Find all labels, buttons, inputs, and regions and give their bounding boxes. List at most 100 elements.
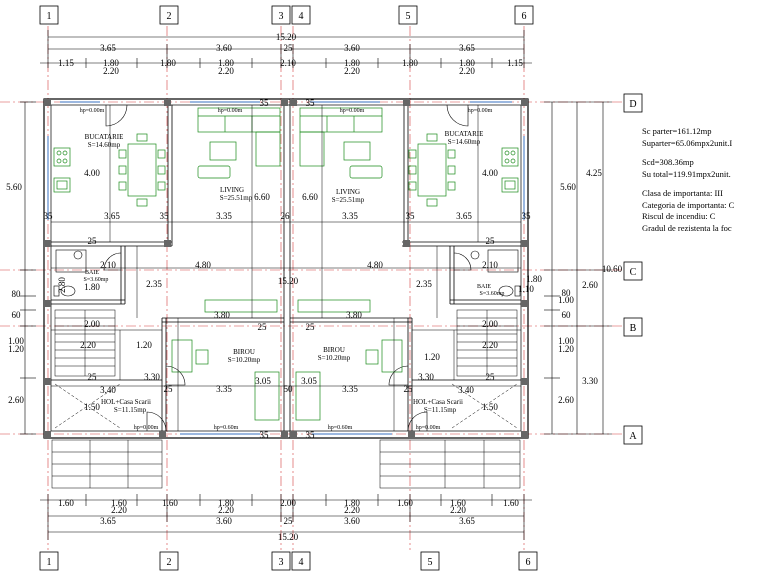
top-dimension-row2-sub: 2.20 2.20 2.20 2.20 bbox=[103, 66, 475, 76]
sill-height-labels: hp=0.00m hp=0.00m hp=0.00m hp=0.00m hp=0… bbox=[80, 108, 493, 431]
svg-text:35: 35 bbox=[522, 211, 532, 221]
kitchen-left-furniture bbox=[53, 133, 166, 207]
svg-text:26: 26 bbox=[281, 211, 291, 221]
svg-text:1.80: 1.80 bbox=[459, 58, 475, 68]
svg-text:S=25.51mp: S=25.51mp bbox=[220, 194, 253, 202]
grid-label-row-b: B bbox=[630, 323, 637, 334]
svg-text:2.20: 2.20 bbox=[450, 505, 466, 515]
svg-text:1.00: 1.00 bbox=[8, 336, 24, 346]
svg-text:S=14.60mp: S=14.60mp bbox=[88, 141, 121, 149]
svg-text:3.35: 3.35 bbox=[342, 384, 358, 394]
svg-text:2.20: 2.20 bbox=[111, 505, 127, 515]
svg-text:10.60: 10.60 bbox=[602, 264, 623, 274]
grid-label-row-c: C bbox=[630, 267, 637, 278]
doors bbox=[103, 104, 472, 432]
svg-text:3.65: 3.65 bbox=[459, 43, 475, 53]
svg-text:25: 25 bbox=[486, 372, 496, 382]
grid-label-bottom-2: 2 bbox=[167, 557, 172, 568]
svg-text:1.50: 1.50 bbox=[84, 402, 100, 412]
living-right-sofa bbox=[299, 107, 383, 179]
svg-text:5.60: 5.60 bbox=[6, 182, 22, 192]
grid-column-markers-bottom: 1 2 3 4 5 6 bbox=[39, 551, 538, 571]
svg-text:2.00: 2.00 bbox=[482, 319, 498, 329]
svg-text:S=10.20mp: S=10.20mp bbox=[228, 356, 261, 364]
bottom-dimension-row2: 3.65 3.60 25 3.60 3.65 bbox=[100, 516, 475, 526]
room-label-hall-left: HOL+Casa Scarii S=11.15mp bbox=[101, 398, 151, 414]
svg-text:3.30: 3.30 bbox=[582, 376, 598, 386]
svg-text:5.60: 5.60 bbox=[560, 182, 576, 192]
top-dimension-row2: 1.15 1.80 1.80 1.80 2.10 1.80 1.80 1.80 … bbox=[58, 58, 523, 68]
svg-text:3.80: 3.80 bbox=[346, 310, 362, 320]
svg-text:S=3.60mp: S=3.60mp bbox=[480, 291, 505, 297]
bottom-dimension-lines bbox=[40, 494, 532, 540]
svg-text:25: 25 bbox=[486, 236, 496, 246]
svg-text:2.10: 2.10 bbox=[100, 260, 116, 270]
svg-text:S=11.15mp: S=11.15mp bbox=[114, 406, 147, 414]
bottom-dimension-row1: 1.60 1.60 1.60 1.80 2.00 1.80 1.60 1.60 … bbox=[58, 498, 519, 508]
svg-text:hp=0.00m: hp=0.00m bbox=[134, 425, 159, 431]
svg-text:BUCATARIE: BUCATARIE bbox=[445, 130, 484, 138]
svg-text:hp=0.60m: hp=0.60m bbox=[328, 425, 353, 431]
svg-text:1.15: 1.15 bbox=[58, 58, 74, 68]
svg-text:2.10: 2.10 bbox=[280, 58, 296, 68]
building-info-panel: Sc parter=161.12mp Suparter=65.06mpx2uni… bbox=[642, 126, 770, 234]
svg-text:4.25: 4.25 bbox=[586, 168, 602, 178]
svg-text:1.80: 1.80 bbox=[103, 58, 119, 68]
svg-text:2.60: 2.60 bbox=[558, 395, 574, 405]
svg-text:2.20: 2.20 bbox=[482, 340, 498, 350]
grid-row-markers: D C B A bbox=[623, 93, 643, 445]
svg-text:1.20: 1.20 bbox=[558, 344, 574, 354]
svg-text:2.35: 2.35 bbox=[146, 279, 162, 289]
room-label-office-right: BIROU S=10.20mp bbox=[318, 346, 351, 362]
svg-text:hp=0.00m: hp=0.00m bbox=[468, 108, 493, 114]
interior-dimension-lines bbox=[51, 105, 521, 431]
svg-text:80: 80 bbox=[12, 289, 22, 299]
svg-text:2.20: 2.20 bbox=[103, 66, 119, 76]
info-scd: Scd=308.36mp bbox=[642, 157, 694, 167]
svg-text:HOL+Casa Scarii: HOL+Casa Scarii bbox=[101, 398, 151, 406]
svg-text:3.60: 3.60 bbox=[216, 43, 232, 53]
svg-text:HOL+Casa Scarii: HOL+Casa Scarii bbox=[413, 398, 463, 406]
svg-text:1.80: 1.80 bbox=[160, 58, 176, 68]
svg-text:1.60: 1.60 bbox=[162, 498, 178, 508]
living-left-sofa bbox=[197, 107, 281, 179]
svg-text:1.20: 1.20 bbox=[8, 344, 24, 354]
stairs-right bbox=[451, 309, 518, 429]
top-dimension-row1: 3.65 3.60 25 3.60 3.65 bbox=[100, 43, 475, 53]
svg-text:35: 35 bbox=[44, 211, 54, 221]
svg-text:2.10: 2.10 bbox=[482, 260, 498, 270]
svg-text:3.60: 3.60 bbox=[216, 516, 232, 526]
office-left-furniture bbox=[171, 299, 280, 421]
svg-text:LIVING: LIVING bbox=[336, 188, 360, 196]
svg-text:6.60: 6.60 bbox=[302, 192, 318, 202]
svg-text:BUCATARIE: BUCATARIE bbox=[85, 133, 124, 141]
svg-text:35: 35 bbox=[406, 211, 416, 221]
grid-column-markers-top: 1 2 3 4 5 6 bbox=[39, 5, 534, 25]
grid-label-bottom-3: 3 bbox=[279, 557, 284, 568]
svg-text:3.30: 3.30 bbox=[144, 372, 160, 382]
column-posts bbox=[44, 99, 528, 438]
svg-text:hp=0.00m: hp=0.00m bbox=[416, 425, 441, 431]
svg-text:hp=0.00m: hp=0.00m bbox=[80, 108, 105, 114]
bottom-dimension-row1-sub: 2.20 2.20 2.20 2.20 bbox=[111, 505, 466, 515]
svg-text:1.20: 1.20 bbox=[424, 352, 440, 362]
svg-text:25: 25 bbox=[284, 43, 294, 53]
svg-text:2.35: 2.35 bbox=[416, 279, 432, 289]
grid-label-bottom-4: 4 bbox=[299, 557, 304, 568]
svg-text:S=3.60mp: S=3.60mp bbox=[84, 277, 109, 283]
info-categoria: Categoria de importanta: C bbox=[642, 199, 735, 210]
svg-text:1.80: 1.80 bbox=[402, 58, 418, 68]
info-su-total: Su total=119.91mpx2unit. bbox=[642, 168, 731, 179]
entry-steps bbox=[51, 439, 521, 489]
svg-text:2.80: 2.80 bbox=[57, 277, 67, 293]
bathroom-right-fixtures bbox=[470, 249, 521, 297]
svg-text:3.05: 3.05 bbox=[255, 376, 271, 386]
svg-text:3.60: 3.60 bbox=[344, 43, 360, 53]
svg-text:S=10.20mp: S=10.20mp bbox=[318, 354, 351, 362]
top-dimension-lines bbox=[40, 30, 532, 68]
svg-text:2.20: 2.20 bbox=[459, 66, 475, 76]
grid-label-row-d: D bbox=[629, 99, 636, 110]
svg-text:2.20: 2.20 bbox=[80, 340, 96, 350]
svg-text:3.05: 3.05 bbox=[301, 376, 317, 386]
svg-text:1.60: 1.60 bbox=[111, 498, 127, 508]
